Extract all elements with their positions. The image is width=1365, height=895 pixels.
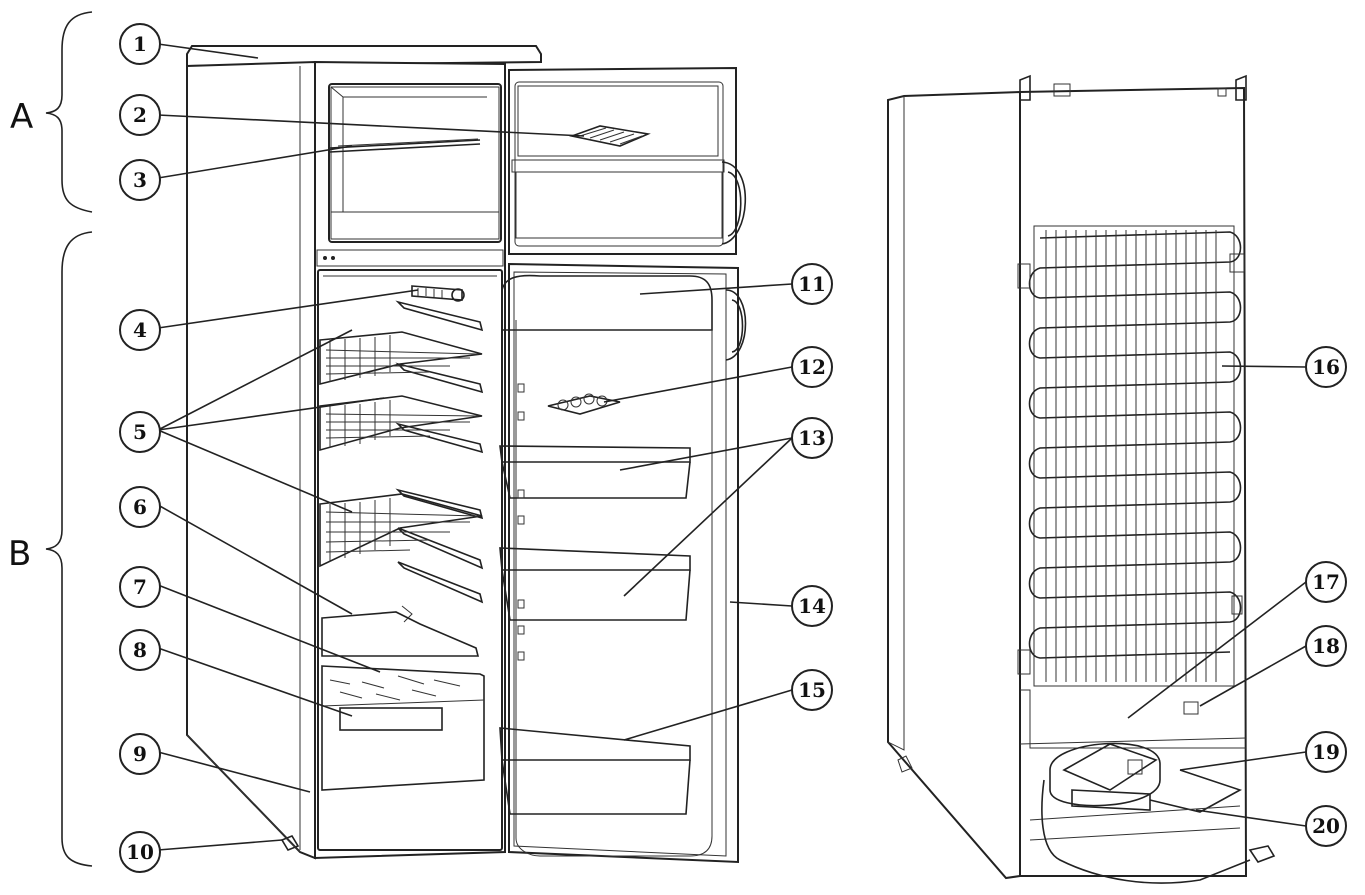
callout-3: 3 xyxy=(119,159,161,201)
callout-16-label: 16 xyxy=(1312,355,1340,379)
callout-6: 6 xyxy=(119,486,161,528)
callout-20-label: 20 xyxy=(1312,814,1340,838)
callout-13-label: 13 xyxy=(798,426,826,450)
callout-1: 1 xyxy=(119,23,161,65)
rear-view-fridge xyxy=(887,74,1276,884)
callout-7-label: 7 xyxy=(133,575,147,599)
callout-15: 15 xyxy=(791,669,833,711)
callout-17-label: 17 xyxy=(1312,570,1340,594)
callout-11-label: 11 xyxy=(798,272,826,296)
callout-10: 10 xyxy=(119,831,161,873)
section-b-label: B xyxy=(8,534,31,574)
callout-10-label: 10 xyxy=(126,840,154,864)
condenser-coil xyxy=(1028,225,1242,687)
callout-1-label: 1 xyxy=(133,32,147,56)
callout-4-label: 4 xyxy=(133,318,147,342)
callout-4: 4 xyxy=(119,309,161,351)
compressor xyxy=(1049,742,1161,811)
callout-13: 13 xyxy=(791,417,833,459)
callout-5-label: 5 xyxy=(133,420,147,444)
callout-14: 14 xyxy=(791,585,833,627)
callout-18: 18 xyxy=(1305,625,1347,667)
callout-16: 16 xyxy=(1305,346,1347,388)
section-b-brace xyxy=(45,231,93,867)
light-tube xyxy=(411,285,465,302)
callout-8: 8 xyxy=(119,629,161,671)
callout-7: 7 xyxy=(119,566,161,608)
callout-2-label: 2 xyxy=(133,103,147,127)
freezer-door xyxy=(508,66,747,255)
callout-19-label: 19 xyxy=(1312,740,1340,764)
egg-tray xyxy=(547,393,621,415)
callout-19: 19 xyxy=(1305,731,1347,773)
callout-18-label: 18 xyxy=(1312,634,1340,658)
callout-15-label: 15 xyxy=(798,678,826,702)
front-view-fridge xyxy=(186,45,747,864)
callout-14-label: 14 xyxy=(798,594,826,618)
callout-12-label: 12 xyxy=(798,355,826,379)
callout-12: 12 xyxy=(791,346,833,388)
section-a-brace xyxy=(45,11,93,213)
callout-17: 17 xyxy=(1305,561,1347,603)
section-a-label: A xyxy=(10,97,33,137)
callout-3-label: 3 xyxy=(133,168,147,192)
callout-2: 2 xyxy=(119,94,161,136)
callout-11: 11 xyxy=(791,263,833,305)
callout-9-label: 9 xyxy=(133,742,147,766)
callout-20: 20 xyxy=(1305,805,1347,847)
callout-9: 9 xyxy=(119,733,161,775)
fridge-door xyxy=(499,262,747,864)
fridge-shelves xyxy=(319,331,483,568)
ice-tray xyxy=(569,125,651,147)
callout-8-label: 8 xyxy=(133,638,147,662)
freezer-shelf xyxy=(329,138,481,153)
vegetable-drawer xyxy=(321,665,485,791)
callout-6-label: 6 xyxy=(133,495,147,519)
callout-5: 5 xyxy=(119,411,161,453)
leader-lines xyxy=(157,43,1307,851)
